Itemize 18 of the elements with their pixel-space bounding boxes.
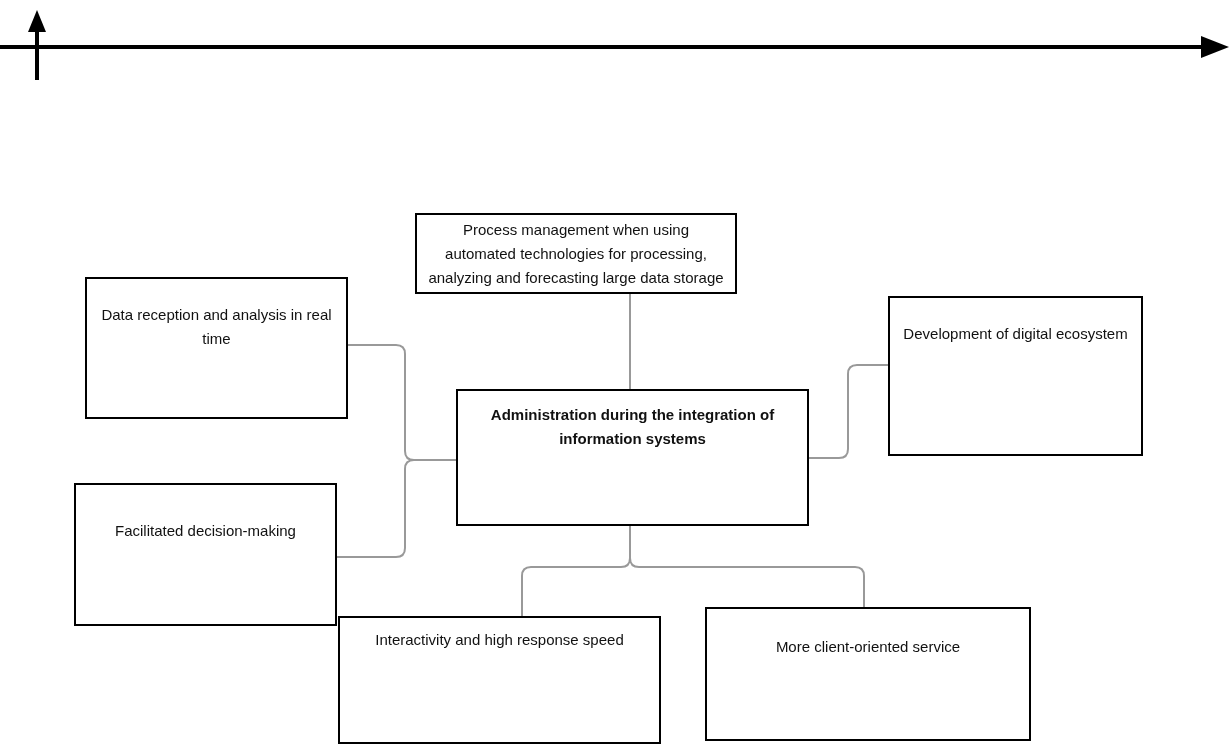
connector-line: [629, 525, 865, 608]
connector-line: [629, 293, 631, 390]
text-box: [74, 483, 337, 626]
box-text: Development of digital ecosystem: [903, 324, 1128, 344]
text-box: [85, 277, 348, 419]
text-box: [338, 616, 661, 744]
box-text: Facilitated decision-making: [115, 521, 296, 541]
box-text: Process management when using automated technologies for processing, analyzing and forecasting large data storage: [427, 220, 725, 288]
text-box: [456, 389, 809, 526]
box-text: Interactivity and high response speed: [375, 630, 624, 650]
text-box: [888, 296, 1143, 456]
box-text: Data reception and analysis in real time: [100, 305, 333, 349]
box-text: More client-oriented service: [775, 637, 961, 657]
text-box: [705, 607, 1031, 741]
central-heading: Administration during the integration of information systems: [489, 405, 776, 449]
connector-line: [336, 459, 457, 558]
connector-line: [808, 364, 889, 459]
text-box: [415, 213, 737, 294]
